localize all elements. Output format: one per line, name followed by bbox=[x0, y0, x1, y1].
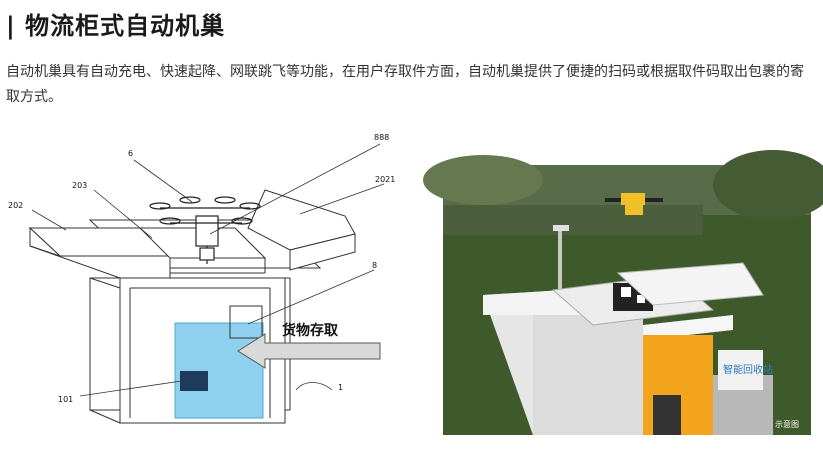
nest-diagram: 货物存取 888 6 203 2021 202 8 101 1 bbox=[8, 133, 395, 424]
drone-drawing bbox=[149, 196, 261, 264]
watermark-text: 示意图 bbox=[775, 419, 799, 429]
qr-pad bbox=[180, 371, 208, 391]
label-203: 203 bbox=[72, 181, 87, 190]
description-paragraph: 自动机巢具有自动充电、快速起降、网联跳飞等功能，在用户存取件方面，自动机巢提供了… bbox=[6, 64, 804, 105]
label-2021: 2021 bbox=[375, 175, 395, 184]
nest-photo: 智能回收站 示意图 bbox=[423, 150, 823, 435]
label-6: 6 bbox=[128, 149, 133, 158]
storage-arrow bbox=[237, 333, 381, 369]
door-outline bbox=[229, 305, 263, 339]
label-101: 101 bbox=[58, 395, 73, 404]
photo-drone bbox=[605, 193, 663, 215]
label-202: 202 bbox=[8, 201, 23, 210]
storage-panel bbox=[174, 322, 264, 419]
page-title: | 物流柜式自动机巢 bbox=[6, 12, 226, 40]
sign-text: 智能回收站 bbox=[723, 363, 773, 376]
label-1: 1 bbox=[338, 383, 343, 392]
label-8: 8 bbox=[372, 261, 377, 270]
label-888: 888 bbox=[374, 133, 389, 142]
arrow-label: 货物存取 bbox=[281, 322, 339, 339]
